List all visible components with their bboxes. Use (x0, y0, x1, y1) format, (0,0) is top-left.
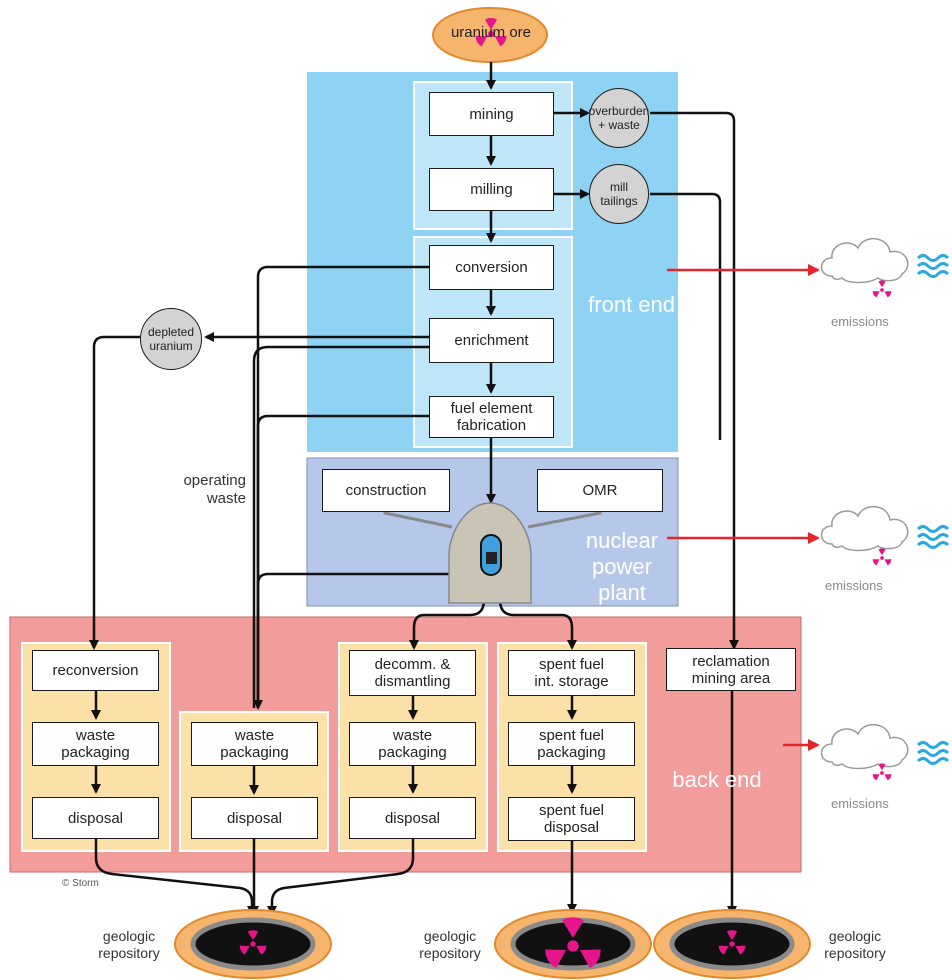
flow-lines (89, 62, 739, 916)
conversion-box: conversion (429, 245, 554, 290)
overburden-waste-node: overburden + waste (589, 88, 649, 148)
reactor-icon (448, 502, 532, 604)
repository-label-right: geologic repository (824, 928, 886, 961)
decommissioning-box: decomm. & dismantling (349, 650, 476, 696)
waste-packaging-box-2: waste packaging (191, 722, 318, 766)
omr-box: OMR (537, 469, 663, 512)
emissions-label-plant: emissions (825, 578, 883, 593)
copyright-label: © Storm (62, 878, 99, 889)
radiation-icon (871, 280, 893, 298)
construction-box: construction (322, 469, 450, 512)
disposal-box-2: disposal (191, 797, 318, 839)
milling-box: milling (429, 168, 554, 211)
cloud-icon (820, 723, 909, 770)
enrichment-box: enrichment (429, 318, 554, 363)
cloud-icon (820, 237, 909, 284)
water-icon (916, 741, 950, 765)
waste-packaging-box-1: waste packaging (32, 722, 159, 766)
repository-middle (494, 909, 652, 979)
spent-fuel-storage-box: spent fuel int. storage (508, 650, 635, 696)
reclamation-box: reclamation mining area (666, 648, 796, 691)
front-end-label: front end (588, 292, 675, 317)
power-plant-label: nuclear power plant (585, 528, 659, 605)
spent-fuel-packaging-box: spent fuel packaging (508, 722, 635, 766)
mill-tailings-node: mill tailings (589, 164, 649, 224)
disposal-box-3: disposal (349, 797, 476, 839)
repository-left (174, 909, 332, 979)
emissions-label-back: emissions (831, 796, 889, 811)
repository-right (653, 909, 811, 979)
repository-label-middle: geologic repository (419, 928, 481, 961)
reconversion-box: reconversion (32, 650, 159, 691)
radiation-icon (871, 548, 893, 566)
waste-packaging-box-3: waste packaging (349, 722, 476, 766)
uranium-ore-label: uranium ore (450, 24, 532, 41)
operating-waste-label: operating waste (183, 472, 246, 507)
back-end-label: back end (672, 767, 762, 792)
repository-label-left: geologic repository (98, 928, 160, 961)
depleted-uranium-node: depleted uranium (140, 308, 202, 370)
mining-box: mining (429, 92, 554, 136)
fuel-fabrication-box: fuel element fabrication (429, 396, 554, 438)
cloud-icon (820, 505, 909, 552)
water-icon (916, 525, 950, 549)
spent-fuel-disposal-box: spent fuel disposal (508, 797, 635, 841)
disposal-box-1: disposal (32, 797, 159, 839)
emissions-label-front: emissions (831, 314, 889, 329)
water-icon (916, 254, 950, 278)
